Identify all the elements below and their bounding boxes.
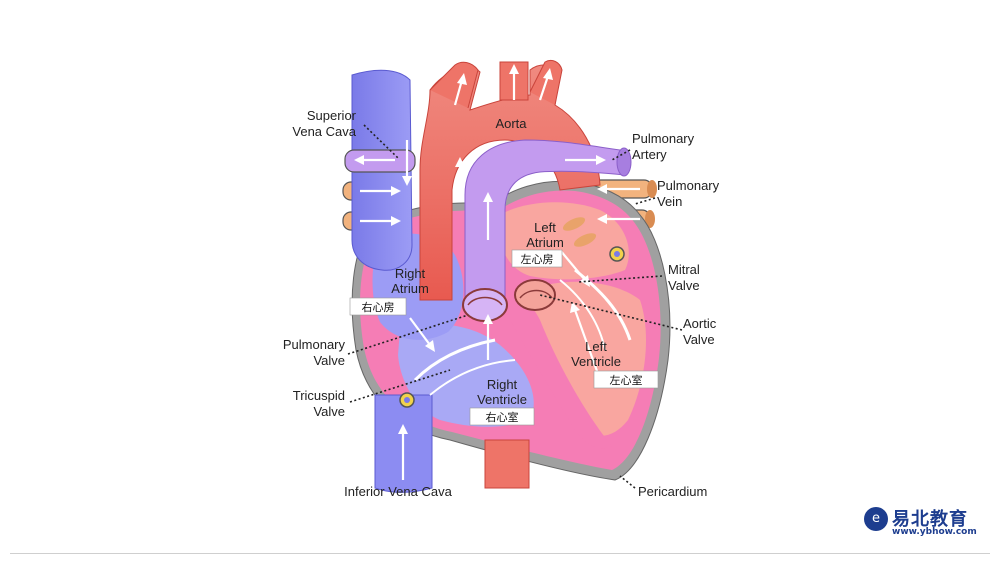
left-ventricle-chamber [530,281,647,436]
label-mitral-valve-line2: Valve [668,278,700,293]
coronary-node-left [609,246,625,262]
label-pulmonary-valve-line1: Pulmonary [283,337,346,352]
descending-aorta [484,439,530,489]
label-left-atrium-line2: Atrium [526,235,564,250]
brand-name: 易北教育 [892,509,968,530]
label-superior-vena-cava-line1: Superior [307,108,357,123]
label-left-ventricle-line2: Ventricle [571,354,621,369]
label-pulmonary-valve-line2: Valve [313,353,345,368]
brand-mark-icon: e [864,507,888,531]
label-aorta: Aorta [495,116,527,131]
label-left-ventricle-line1: Left [585,339,607,354]
label-right-ventricle-cn: 右心室 [486,410,519,424]
label-left-ventricle-cn: 左心室 [610,373,643,387]
pulmonary-valve-shape [462,288,508,322]
brand-logo: e 易北教育 www.ybhow.com [864,505,988,541]
label-superior-vena-cava-line2: Vena Cava [292,124,356,139]
label-right-atrium-line1: Right [395,266,426,281]
label-left-atrium-line1: Left [534,220,556,235]
label-tricuspid-valve-line1: Tricuspid [293,388,345,403]
label-mitral-valve-line1: Mitral [668,262,700,277]
brand-url: www.ybhow.com [892,527,977,537]
coronary-node-right [399,392,415,408]
leader-lines [347,124,683,489]
flow-arrows [354,64,640,480]
label-right-ventricle-line1: Right [487,377,518,392]
label-inferior-vena-cava: Inferior Vena Cava [344,484,452,499]
label-right-atrium-cn: 右心房 [362,300,395,314]
label-pulmonary-artery-line2: Artery [632,147,667,162]
label-aortic-valve-line2: Valve [683,332,715,347]
label-pulmonary-vein-line1: Pulmonary [657,178,720,193]
label-pulmonary-artery-line1: Pulmonary [632,131,695,146]
label-right-atrium-line2: Atrium [391,281,429,296]
label-pulmonary-vein-line2: Vein [657,194,682,209]
label-tricuspid-valve-line2: Valve [313,404,345,419]
label-pericardium: Pericardium [638,484,707,499]
aortic-valve-shape [514,279,556,311]
label-left-atrium-cn: 左心房 [521,253,554,266]
bottom-divider [10,553,990,554]
septum [500,296,612,449]
label-right-ventricle-line2: Ventricle [477,392,527,407]
label-aortic-valve-line1: Aortic [683,316,717,331]
